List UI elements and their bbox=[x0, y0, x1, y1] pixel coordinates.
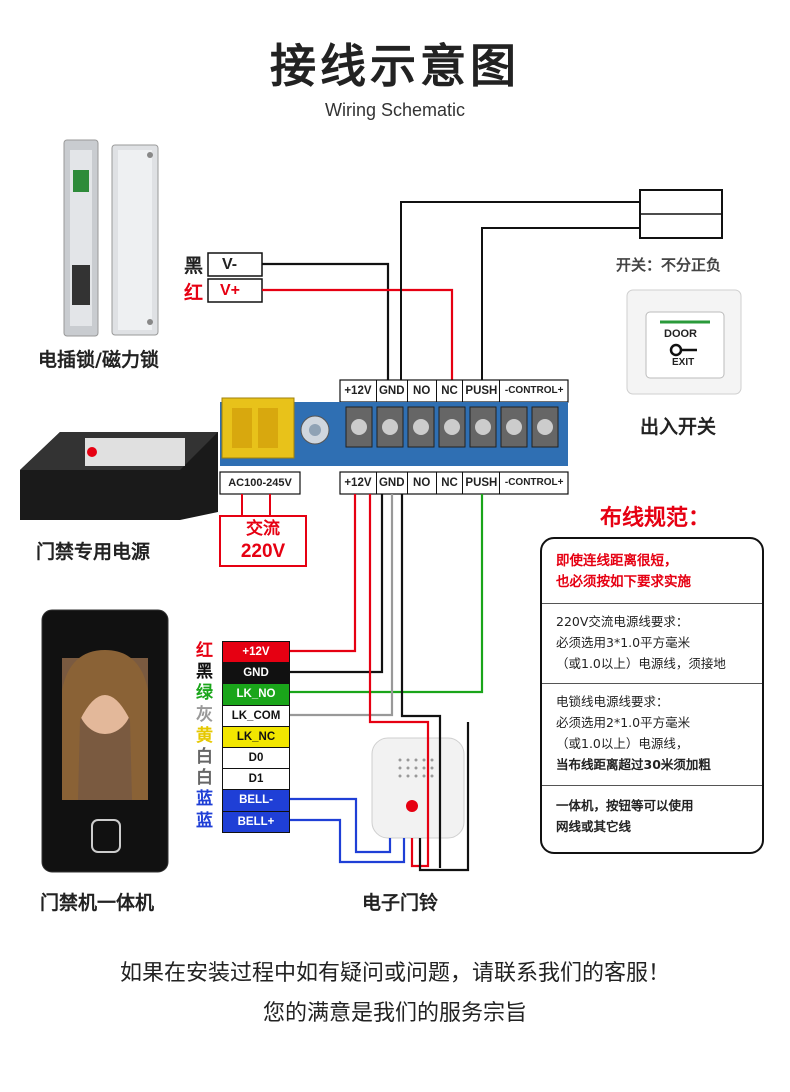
wire-color-char: 白 bbox=[196, 768, 213, 789]
footer-line-1: 如果在安装过程中如有疑问或问题，请联系我们的客服！ bbox=[119, 961, 670, 986]
vminus-text: V- bbox=[222, 256, 238, 273]
wire-color-char: 黑 bbox=[196, 662, 213, 683]
ctrl-bot-nc: NC bbox=[435, 472, 463, 494]
ac-text: 交流 bbox=[246, 519, 280, 539]
exit-text: EXIT bbox=[672, 357, 695, 368]
vplus-text: V+ bbox=[220, 282, 241, 299]
ctrl-top-nc: NC bbox=[435, 380, 463, 402]
wire-label: D0 bbox=[223, 746, 289, 769]
terminal-caption: 门禁机一体机 bbox=[40, 892, 155, 914]
wire-label: D1 bbox=[223, 768, 289, 790]
door-text: DOOR bbox=[664, 328, 697, 340]
wire-label: BELL- bbox=[223, 789, 289, 811]
ctrl-top-12v: +12V bbox=[344, 385, 372, 397]
ac-voltage: 220V bbox=[240, 541, 286, 562]
controller-bottom-labels: +12V GND NO NC PUSH -CONTROL+ bbox=[340, 472, 568, 494]
wire-label: LK_NO bbox=[223, 683, 289, 705]
rule-3-line-0: 一体机，按钮等可以使用 bbox=[556, 798, 694, 813]
ctrl-bot-gnd: GND bbox=[375, 472, 407, 494]
wire-color-char: 黄 bbox=[196, 725, 213, 746]
face-terminal-image bbox=[41, 609, 169, 873]
ctrl-bot-12v: +12V bbox=[344, 477, 372, 489]
rule-1-line-0: 220V交流电源线要求： bbox=[556, 614, 689, 629]
ctrl-bot-no: NO bbox=[406, 472, 436, 494]
rule-3-line-1: 网线或其它线 bbox=[556, 819, 632, 834]
controller-top-labels: +12V GND NO NC PUSH -CONTROL+ bbox=[340, 380, 568, 402]
exit-button-image bbox=[626, 289, 742, 395]
page-title: 接线示意图 bbox=[270, 39, 520, 93]
ctrl-top-push: PUSH bbox=[462, 380, 499, 402]
rule-section-3: 一体机，按钮等可以使用 网线或其它线 bbox=[556, 795, 754, 837]
power-supply-caption: 门禁专用电源 bbox=[36, 541, 151, 563]
wire-color-char: 灰 bbox=[196, 704, 213, 725]
rule-section-2: 电锁线电源线要求： 必须选用2*1.0平方毫米 （或1.0以上）电源线， 当布线… bbox=[556, 691, 754, 775]
switch-note: 开关：不分正负 bbox=[616, 256, 722, 274]
wire-color-chars: 红黑绿灰黄白白蓝蓝 bbox=[196, 641, 213, 832]
wire-color-char: 红 bbox=[196, 641, 213, 661]
controller-board bbox=[219, 379, 569, 495]
wire-label: +12V bbox=[223, 642, 289, 663]
rules-heading: 布线规范： bbox=[600, 506, 711, 531]
ctrl-bot-control: -CONTROL+ bbox=[499, 472, 568, 494]
rule-0-line-1: 也必须按如下要求实施 bbox=[556, 574, 691, 590]
rule-2-line-1: 必须选用2*1.0平方毫米 bbox=[556, 715, 691, 730]
ctrl-top-no: NO bbox=[406, 380, 436, 402]
ctrl-bot-push: PUSH bbox=[462, 472, 499, 494]
ac-range-label: AC100-245V bbox=[228, 477, 292, 489]
lock-black-label: 黑 bbox=[184, 255, 204, 277]
rule-section-1: 220V交流电源线要求： 必须选用3*1.0平方毫米 （或1.0以上）电源线，须… bbox=[556, 611, 754, 674]
rule-1-line-2: （或1.0以上）电源线，须接地 bbox=[556, 656, 726, 671]
wire-label: BELL+ bbox=[223, 810, 289, 832]
rule-2-line-0: 电锁线电源线要求： bbox=[556, 694, 669, 709]
electric-lock-image bbox=[63, 139, 159, 337]
ac-220v-box bbox=[219, 515, 307, 567]
rule-2-line-3: 当布线距离超过30米须加粗 bbox=[556, 757, 711, 772]
wire-color-char: 绿 bbox=[196, 683, 213, 704]
bell-caption: 电子门铃 bbox=[362, 892, 439, 914]
wire-color-char: 蓝 bbox=[196, 789, 213, 810]
rule-2-line-2: （或1.0以上）电源线， bbox=[556, 736, 689, 751]
wire-color-char: 白 bbox=[196, 746, 213, 767]
rules-box: 即使连线距离很短， 也必须按如下要求实施 220V交流电源线要求： 必须选用3*… bbox=[540, 537, 764, 854]
doorbell-image bbox=[371, 737, 465, 839]
rule-1-line-1: 必须选用3*1.0平方毫米 bbox=[556, 635, 691, 650]
wire-color-char: 蓝 bbox=[196, 810, 213, 831]
wire-label: LK_COM bbox=[223, 704, 289, 726]
wire-label: LK_NC bbox=[223, 725, 289, 747]
ctrl-top-control: -CONTROL+ bbox=[499, 380, 568, 402]
lock-red-label: 红 bbox=[184, 282, 204, 304]
wire-label: GND bbox=[223, 662, 289, 684]
power-supply-image bbox=[20, 432, 218, 520]
ctrl-top-gnd: GND bbox=[375, 380, 407, 402]
page-subtitle: Wiring Schematic bbox=[324, 100, 466, 120]
switch-caption: 出入开关 bbox=[640, 416, 717, 438]
rule-0-line-0: 即使连线距离很短， bbox=[556, 553, 678, 569]
rule-section-0: 即使连线距离很短， 也必须按如下要求实施 bbox=[556, 551, 754, 593]
footer-line-2: 您的满意是我们的服务宗旨 bbox=[262, 1001, 527, 1026]
lock-caption: 电插锁/磁力锁 bbox=[38, 349, 159, 371]
